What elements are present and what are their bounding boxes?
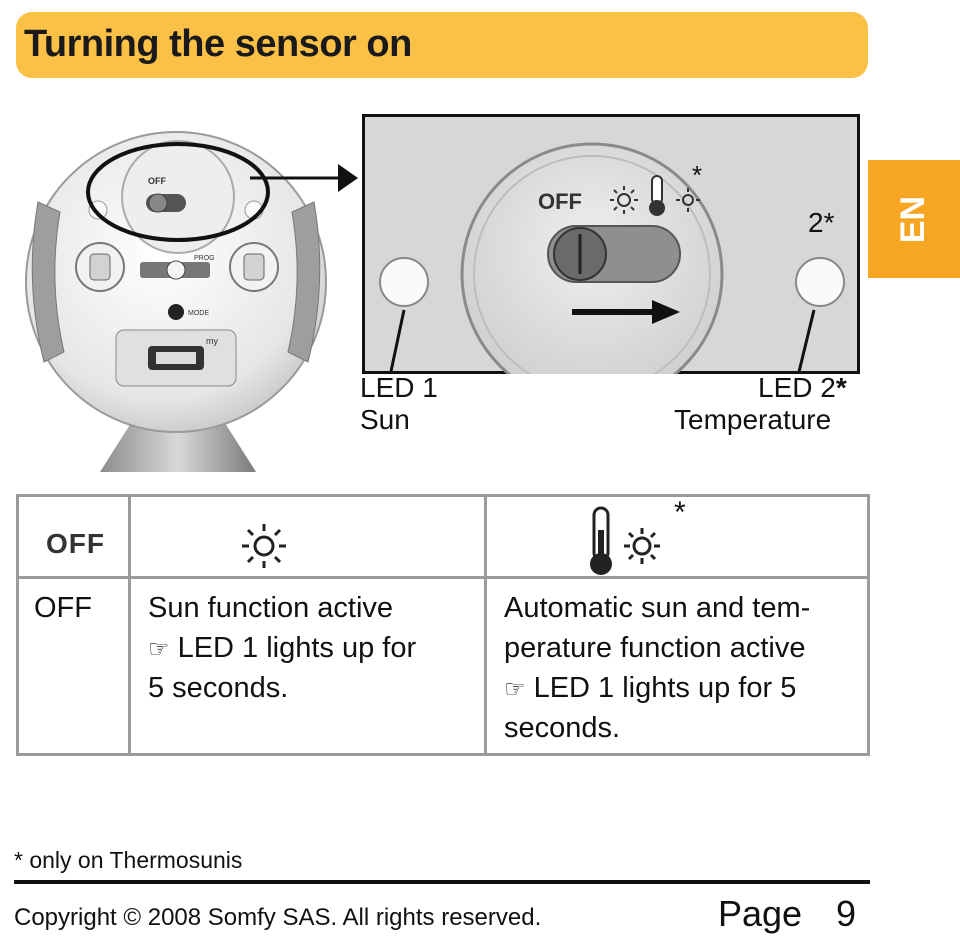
thermometer-sun-icon xyxy=(590,506,660,575)
device-my-text: my xyxy=(206,336,218,346)
table-divider-2 xyxy=(484,494,487,756)
table-divider-1 xyxy=(128,494,131,756)
table-header-off: OFF xyxy=(46,528,105,559)
table-header-rule xyxy=(16,576,870,579)
zoom-thermometer-icon xyxy=(649,175,665,216)
sun-function-line1: Sun function active xyxy=(148,592,394,624)
sun-icon xyxy=(242,524,286,568)
device-mode-text: MODE xyxy=(188,310,209,317)
title-bar xyxy=(16,12,868,78)
led2-temperature-label: Temperature xyxy=(674,404,832,435)
page-title: Turning the sensor on xyxy=(24,23,412,65)
led1-label: LED 1 xyxy=(360,372,438,403)
led2-label: LED 2* xyxy=(758,372,847,403)
page-number: 9 xyxy=(836,893,857,934)
language-tab xyxy=(868,160,960,278)
zoom-sun-icon xyxy=(610,186,638,214)
zoom-asterisk: * xyxy=(692,160,702,190)
auto-function-line4: seconds. xyxy=(504,712,621,744)
zoom-led2-marker: 2* xyxy=(808,207,835,238)
sun-function-line2: ☞ LED 1 lights up for xyxy=(148,632,417,664)
zoomed-switch-panel: OFF * 2* xyxy=(362,114,860,374)
language-tab-label: EN xyxy=(894,195,933,243)
sun-function-line3: 5 seconds. xyxy=(148,672,289,704)
led1-sun-label: Sun xyxy=(360,404,410,435)
table-cell-off: OFF xyxy=(34,592,92,624)
pointer-hand-icon: ☞ xyxy=(148,635,170,663)
page-label: Page xyxy=(718,893,803,934)
zoom-sun-small-icon xyxy=(676,188,700,212)
zoom-pointer-arrow xyxy=(250,164,358,192)
footnote: * only on Thermosunis xyxy=(14,847,243,873)
sensor-device-illustration: OFF PROG MODE my xyxy=(25,131,327,472)
device-prog-text: PROG xyxy=(194,255,215,262)
device-off-text: OFF xyxy=(148,176,166,186)
pointer-hand-icon: ☞ xyxy=(504,675,526,703)
copyright: Copyright © 2008 Somfy SAS. All rights r… xyxy=(14,904,542,931)
auto-function-line3: ☞ LED 1 lights up for 5 xyxy=(504,672,797,704)
auto-function-line2: perature function active xyxy=(504,632,806,664)
table-header-asterisk: * xyxy=(674,496,686,529)
footer-rule xyxy=(14,880,870,884)
zoom-off-text: OFF xyxy=(538,189,582,214)
auto-function-line1: Automatic sun and tem- xyxy=(504,592,811,624)
function-table xyxy=(16,494,870,756)
